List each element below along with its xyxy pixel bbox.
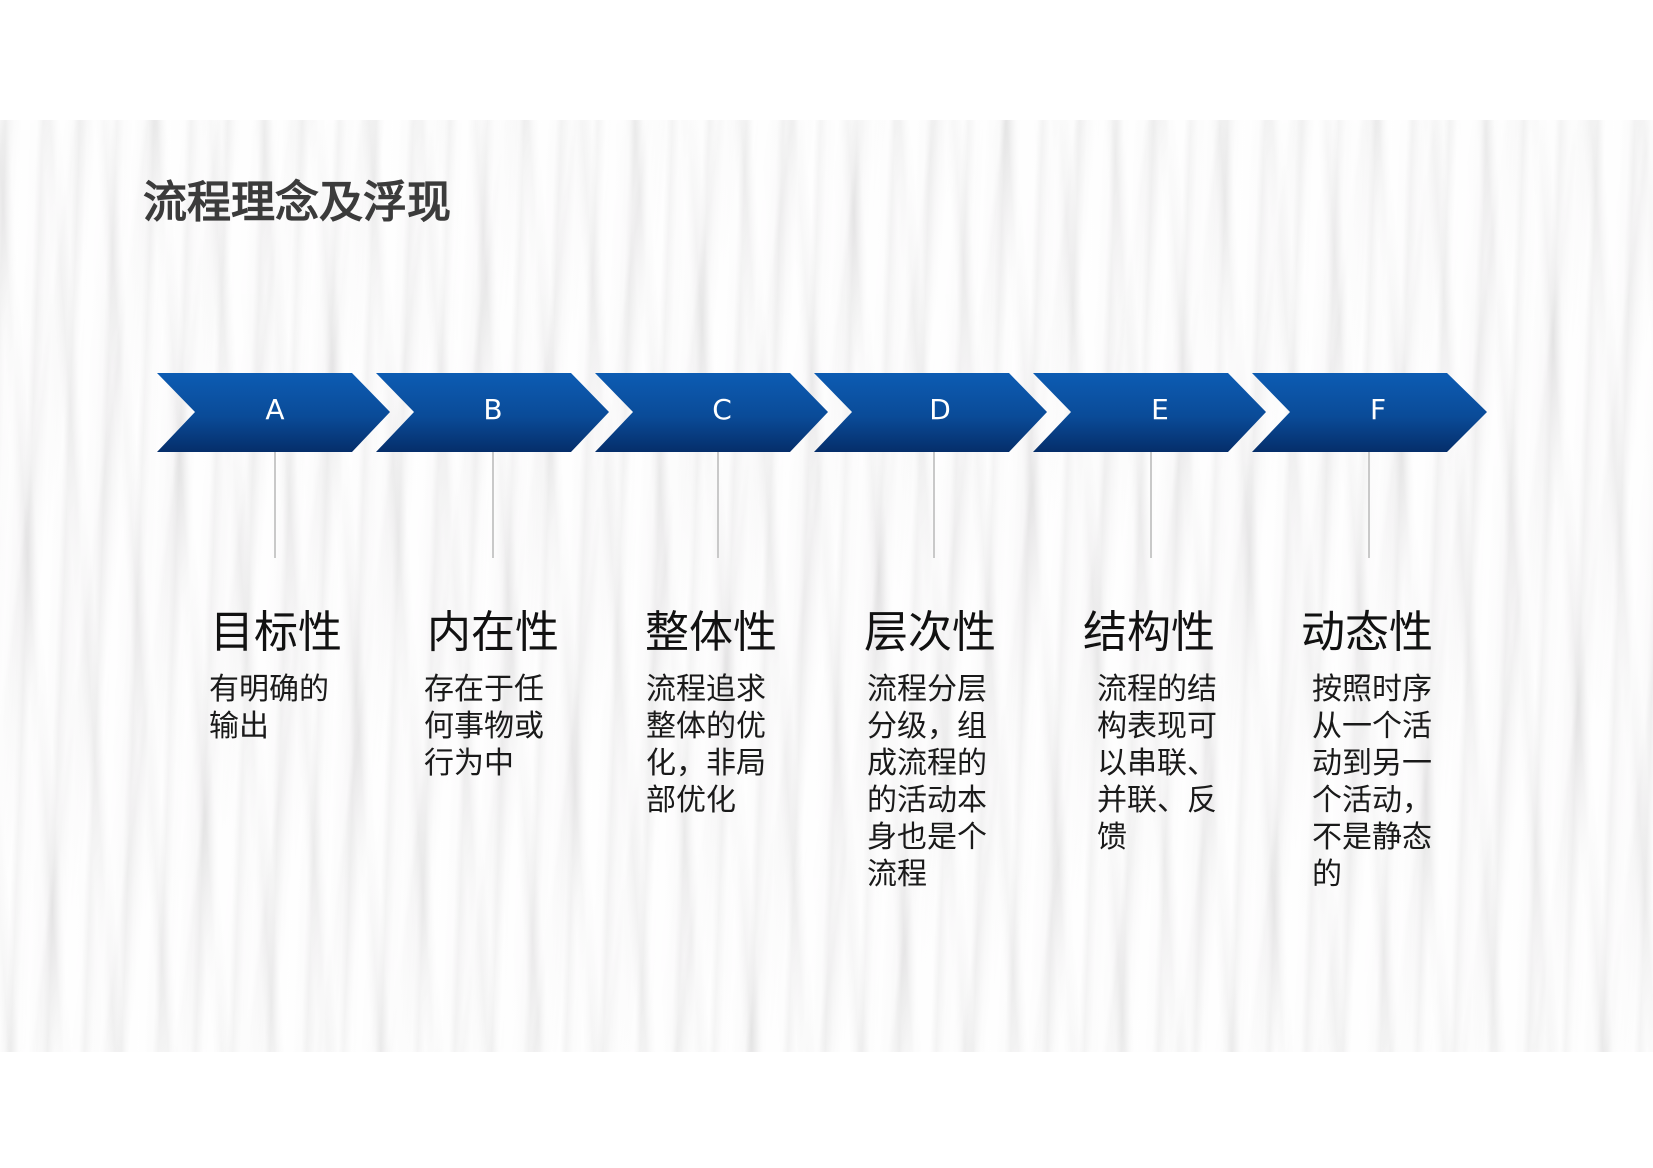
chevron-c-shape xyxy=(595,373,828,452)
chevron-label-b: B xyxy=(483,393,503,426)
step-description-f: 按照时序从一个活动到另一个活动，不是静态的 xyxy=(1312,672,1432,892)
connector-line-e xyxy=(1150,452,1152,558)
chevron-label-a: A xyxy=(265,393,285,426)
step-heading-d: 层次性 xyxy=(864,607,996,658)
step-heading-a: 目标性 xyxy=(210,607,342,658)
step-description-e: 流程的结构表现可以串联、并联、反馈 xyxy=(1097,672,1217,855)
connector-line-d xyxy=(933,452,935,558)
crumpled-paper-background xyxy=(0,120,1653,1052)
connector-line-c xyxy=(717,452,719,558)
step-description-b: 存在于任何事物或行为中 xyxy=(424,672,544,781)
chevron-d-shape xyxy=(814,373,1047,452)
chevron-label-d: D xyxy=(929,393,951,426)
step-heading-e: 结构性 xyxy=(1083,607,1215,658)
step-description-d: 流程分层分级，组成流程的的活动本身也是个流程 xyxy=(867,672,987,892)
chevron-label-f: F xyxy=(1369,393,1387,426)
chevron-b-shape xyxy=(376,373,609,452)
chevron-e-shape xyxy=(1033,373,1266,452)
step-heading-f: 动态性 xyxy=(1301,607,1433,658)
chevron-a-shape xyxy=(157,373,390,452)
step-heading-c: 整体性 xyxy=(645,607,777,658)
chevron-label-c: C xyxy=(712,393,732,426)
connector-line-f xyxy=(1368,452,1370,558)
connector-line-b xyxy=(492,452,494,558)
step-description-c: 流程追求整体的优化，非局部优化 xyxy=(646,672,766,818)
connector-line-a xyxy=(274,452,276,558)
step-heading-b: 内在性 xyxy=(427,607,559,658)
slide-title: 流程理念及浮现 xyxy=(143,177,451,228)
chevron-f-shape xyxy=(1252,373,1487,452)
step-description-a: 有明确的输出 xyxy=(209,672,329,744)
chevron-label-e: E xyxy=(1151,393,1169,426)
